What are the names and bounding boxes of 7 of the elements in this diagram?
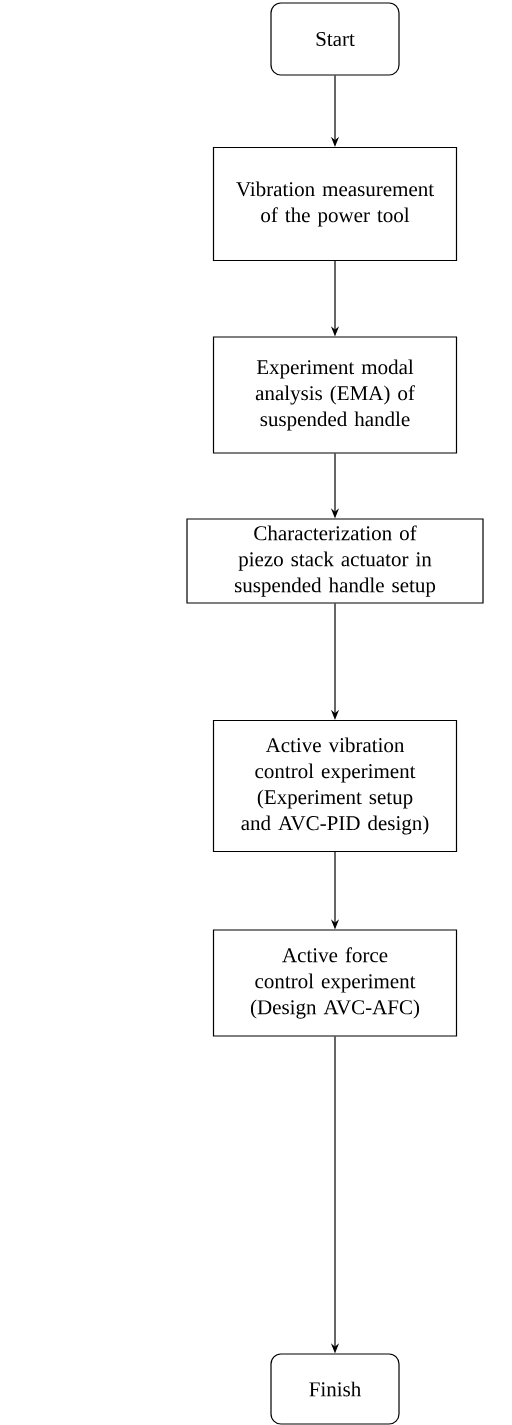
process-box: Active force control experiment (Design AVC-AFC) xyxy=(212,929,458,1037)
process-box: Vibration measurement of the power tool xyxy=(212,146,458,262)
process-box: Characterization of piezo stack actuator in suspended handle setup xyxy=(186,518,484,604)
process-box: Active vibration control experiment (Experiment setup and AVC-PID design) xyxy=(212,719,458,853)
terminal-box: Start xyxy=(270,2,400,76)
terminal-box: Finish xyxy=(270,1353,400,1425)
process-box: Experiment modal analysis (EMA) of suspended handle xyxy=(212,336,458,454)
